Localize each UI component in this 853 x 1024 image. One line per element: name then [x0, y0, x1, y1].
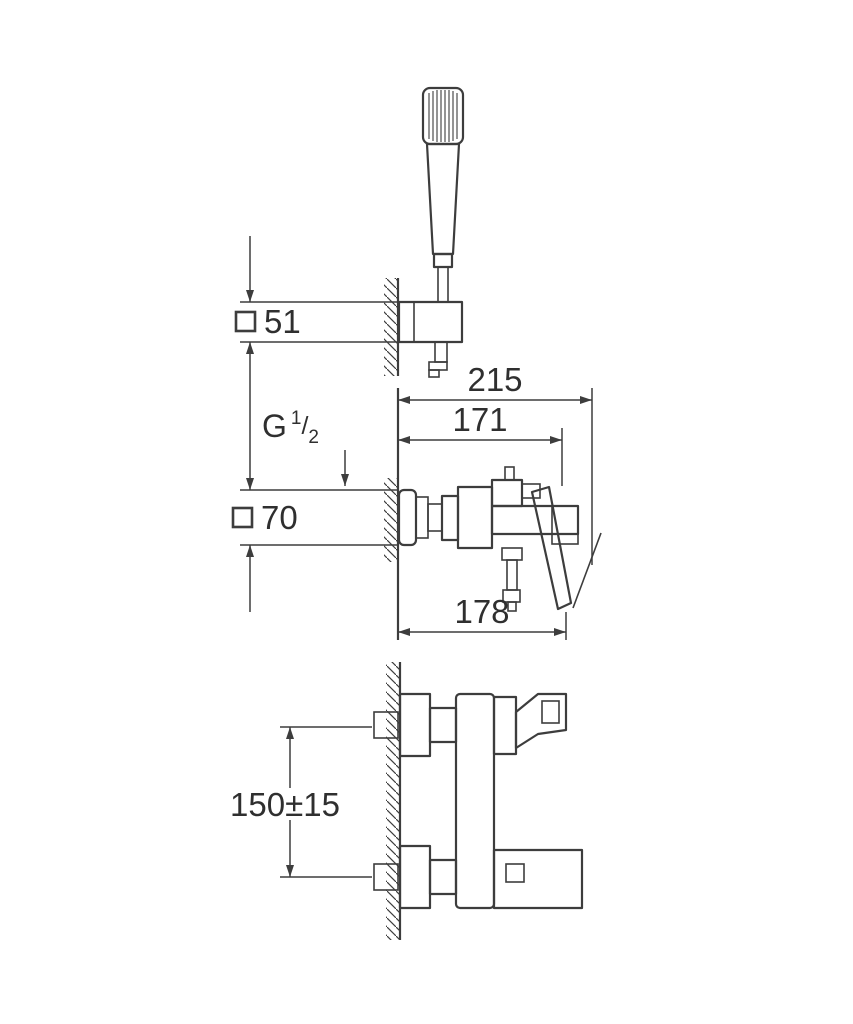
union-nut-bottom — [373, 863, 399, 891]
lever-handle-side — [530, 485, 573, 611]
shower-head-texture — [428, 90, 458, 142]
mixer-front-view — [373, 662, 584, 940]
hand-shower-handle — [425, 142, 461, 256]
aerator — [551, 533, 579, 545]
lever-pivot — [521, 483, 541, 499]
thread-g: G — [262, 408, 287, 444]
escutcheon-bottom — [398, 844, 432, 910]
dim-171-label: 171 — [452, 401, 507, 438]
shower-hose — [437, 266, 449, 303]
thread-numerator: 1 — [291, 408, 302, 429]
union-pipe-top — [428, 706, 458, 744]
escutcheon-step — [415, 496, 429, 539]
mixer-body-side — [456, 485, 494, 550]
escutcheon-side — [397, 488, 418, 547]
cartridge-housing-front — [492, 695, 518, 756]
dim-178-label: 178 — [454, 593, 509, 630]
dimension-215: 215 — [398, 361, 593, 565]
union-pipe-bottom — [428, 858, 458, 896]
dim-215-label: 215 — [467, 361, 522, 398]
hand-shower-view — [384, 86, 465, 378]
union-nut-top — [373, 711, 399, 739]
spout-detail-square — [505, 863, 525, 883]
hose-nut — [432, 252, 454, 269]
mixer-body-front — [454, 692, 496, 910]
dim-51-label: 51 — [264, 303, 301, 340]
square-profile-icon — [231, 506, 254, 529]
shower-outlet-tube — [506, 559, 518, 591]
wall-hatching — [384, 478, 398, 562]
cartridge-pin — [504, 466, 515, 481]
square-profile-icon — [234, 310, 257, 333]
thread-denominator: 2 — [308, 427, 319, 448]
wall-hatching — [384, 278, 398, 376]
dimension-51: 51 — [234, 236, 397, 343]
wall-hatching — [386, 662, 400, 940]
hose-tip — [428, 369, 440, 378]
union-pipe — [427, 503, 443, 532]
hose-elbow — [428, 361, 448, 371]
dimension-171: 171 — [398, 401, 563, 486]
escutcheon-top — [398, 692, 432, 758]
lever-projection-line — [572, 532, 602, 609]
shower-outlet-block — [501, 547, 523, 561]
cartridge-housing — [490, 478, 524, 508]
dimension-150: 150±15 — [230, 726, 372, 878]
shower-outlet-nipple — [507, 601, 517, 612]
thread-slash: / — [301, 412, 308, 440]
dim-150-label: 150±15 — [230, 786, 340, 823]
hose-below-holder — [434, 341, 448, 363]
lever-handle-front — [514, 692, 568, 750]
dim-70-label: 70 — [261, 499, 298, 536]
mixer-side-view — [384, 388, 602, 640]
dimension-178: 178 — [398, 593, 567, 640]
wall-holder — [397, 300, 464, 344]
connection-block — [440, 494, 460, 542]
dimension-70: 70 — [231, 342, 397, 612]
lever-knob-detail — [541, 700, 560, 724]
spout-front — [492, 848, 584, 910]
